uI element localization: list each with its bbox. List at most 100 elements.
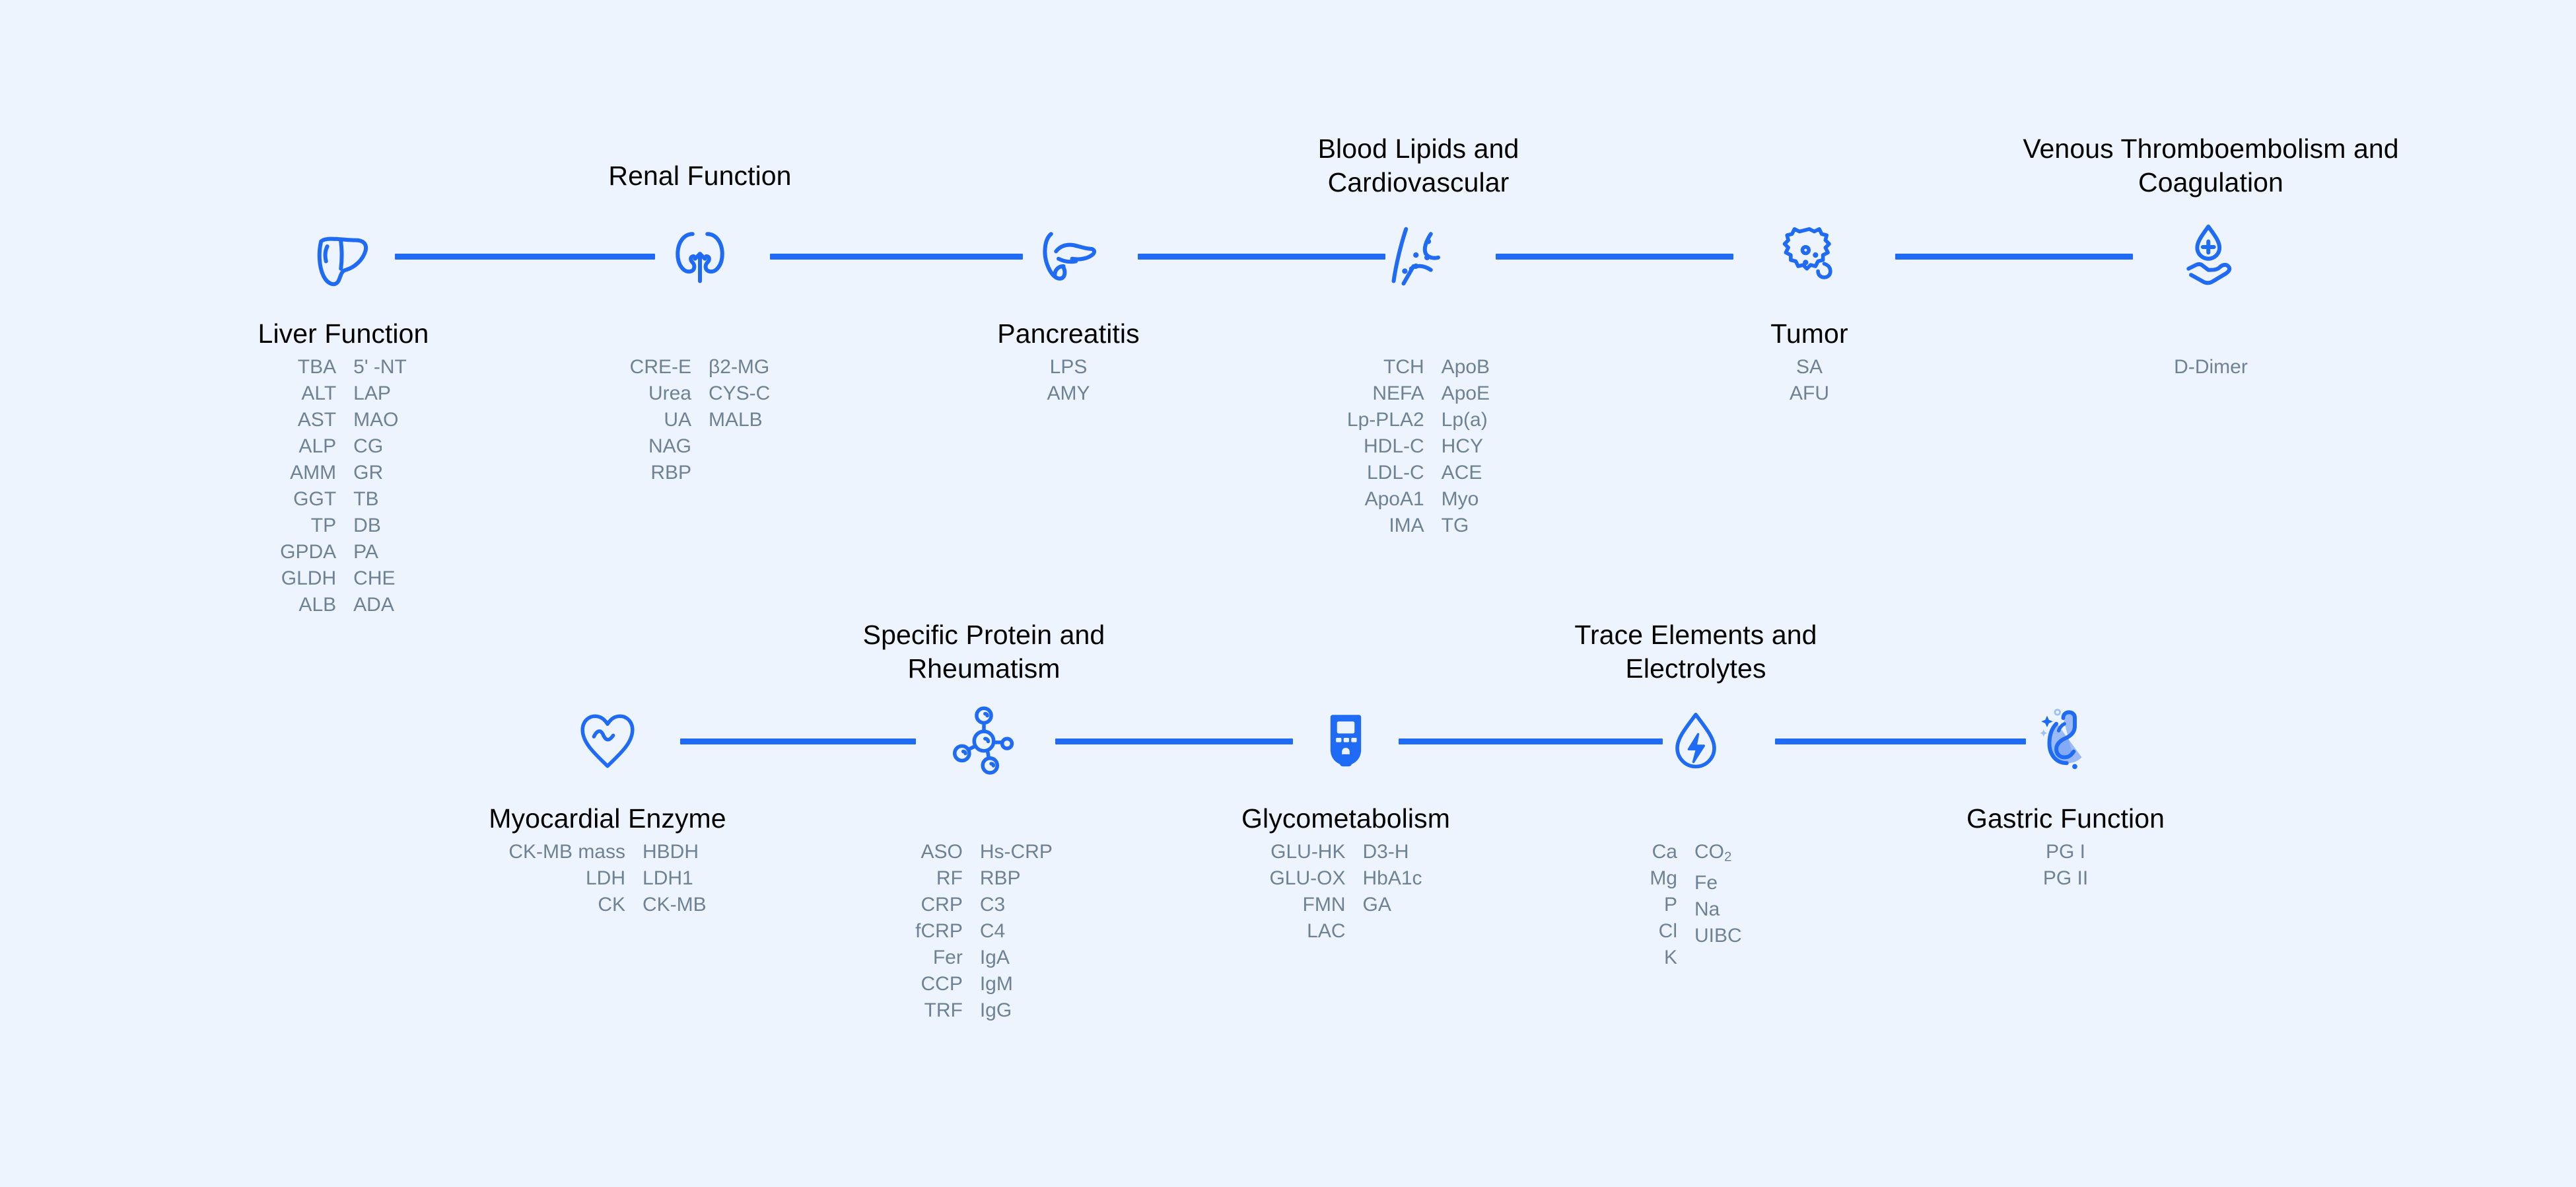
item-list: CRE-E Urea UA NAG RBP β2-MG CYS-C MALB	[630, 354, 771, 486]
stomach-icon	[2013, 688, 2118, 794]
item: C4	[979, 920, 1006, 942]
connector-trace-to-gastric	[1775, 738, 2026, 744]
item: CK-MB	[643, 894, 707, 916]
item: IgM	[979, 973, 1013, 995]
item: LPS	[1049, 356, 1088, 378]
item: D3-H	[1362, 841, 1409, 863]
node-title: Venous Thromboembolism and Coagulation	[2023, 133, 2399, 198]
node-title: Pancreatitis	[997, 318, 1140, 349]
item: GLU-HK	[1271, 841, 1346, 863]
item: Myo	[1441, 488, 1479, 510]
item: GLU-OX	[1269, 867, 1346, 889]
item: RF	[936, 867, 963, 889]
subscript-2: 2	[1724, 849, 1732, 865]
item: CG	[353, 435, 384, 457]
item: Cl	[1658, 920, 1677, 942]
item: ApoE	[1441, 382, 1490, 404]
item-list: TBA ALT AST ALP AMM GGT TP GPDA GLDH ALB…	[280, 354, 407, 618]
item: ASO	[921, 841, 963, 863]
connector-renal-to-pancreatitis	[770, 254, 1023, 260]
item-list: Ca Mg P Cl K CO2 Fe Na UIBC	[1650, 839, 1741, 971]
item-list: D-Dimer	[2174, 354, 2248, 380]
item: ApoB	[1441, 356, 1490, 378]
heart-pulse-icon	[555, 688, 660, 794]
item: ApoA1	[1364, 488, 1424, 510]
item: LDL-C	[1366, 462, 1424, 484]
item: MAO	[353, 409, 399, 431]
item: UIBC	[1694, 925, 1742, 947]
item: P	[1663, 894, 1677, 916]
item: DB	[353, 515, 381, 536]
item: Fer	[932, 947, 963, 968]
node-title: Glycometabolism	[1241, 803, 1450, 834]
node-title: Renal Function	[608, 161, 792, 191]
item: GLDH	[281, 567, 337, 589]
item: CYS-C	[709, 382, 771, 404]
item: K	[1663, 947, 1677, 968]
item-list: ASO RF CRP fCRP Fer CCP TRF Hs-CRP RBP C…	[915, 839, 1053, 1024]
item-list: LPS AMY	[1047, 354, 1090, 407]
item: HCY	[1441, 435, 1484, 457]
item: RBP	[650, 462, 691, 484]
item: LDH1	[643, 867, 693, 889]
item: Ca	[1652, 841, 1677, 863]
item-list: GLU-HK GLU-OX FMN LAC D3-H HbA1c GA	[1269, 839, 1422, 945]
item: 5' -NT	[353, 356, 407, 378]
item: fCRP	[915, 920, 963, 942]
item: HBDH	[643, 841, 699, 863]
item: GGT	[293, 488, 337, 510]
item: TG	[1441, 515, 1469, 536]
node-title: Blood Lipids and Cardiovascular	[1317, 133, 1519, 198]
node-title: Myocardial Enzyme	[489, 803, 726, 834]
item: TRF	[924, 999, 963, 1021]
item: CHE	[353, 567, 396, 589]
node-title: Tumor	[1770, 318, 1848, 349]
item: Fe	[1694, 872, 1718, 894]
connector-protein-to-glyco	[1055, 738, 1293, 744]
artery-plaque-icon	[1366, 203, 1471, 309]
item: TP	[310, 515, 337, 536]
item-list: SA AFU	[1790, 354, 1829, 407]
item: Na	[1694, 898, 1720, 921]
connector-pancreatitis-to-lipids	[1138, 254, 1385, 260]
item: PG II	[2042, 867, 2089, 889]
item-list: TCH NEFA Lp-PLA2 HDL-C LDL-C ApoA1 IMA A…	[1347, 354, 1490, 539]
item: NAG	[648, 435, 691, 457]
item: NEFA	[1372, 382, 1424, 404]
item: LAP	[353, 382, 391, 404]
item: Hs-CRP	[979, 841, 1053, 863]
node-title: Specific Protein and Rheumatism	[862, 620, 1105, 684]
connector-lipids-to-tumor	[1496, 254, 1733, 260]
item: AFU	[1790, 382, 1829, 404]
item: Lp(a)	[1441, 409, 1488, 431]
item: TB	[353, 488, 379, 510]
item: ALP	[298, 435, 337, 457]
item: CRE-E	[629, 356, 691, 378]
item: MALB	[709, 409, 763, 431]
pancreas-icon	[1016, 203, 1121, 309]
item: PA	[353, 541, 378, 563]
item-list: PG I PG II	[2043, 839, 2088, 892]
blood-drop-hand-icon	[2158, 203, 2264, 309]
item: CRP	[921, 894, 963, 916]
connector-myocardial-to-protein	[680, 738, 916, 744]
item: IgA	[979, 947, 1010, 968]
item: AMY	[1047, 382, 1090, 404]
item: IgG	[979, 999, 1012, 1021]
item: CCP	[921, 973, 963, 995]
item: D-Dimer	[2174, 356, 2248, 378]
node-title: Trace Elements and Electrolytes	[1574, 620, 1817, 684]
item: ACE	[1441, 462, 1482, 484]
item: β2-MG	[709, 356, 770, 378]
glucometer-icon	[1293, 688, 1399, 794]
item: GR	[353, 462, 384, 484]
item: CK	[598, 894, 626, 916]
connector-liver-to-renal	[395, 254, 655, 260]
liver-icon	[291, 203, 396, 309]
item: AST	[297, 409, 337, 431]
node-title: Liver Function	[258, 318, 429, 349]
item: HDL-C	[1364, 435, 1424, 457]
item: Mg	[1650, 867, 1677, 889]
connector-tumor-to-vte	[1895, 254, 2133, 260]
item: C3	[979, 894, 1006, 916]
